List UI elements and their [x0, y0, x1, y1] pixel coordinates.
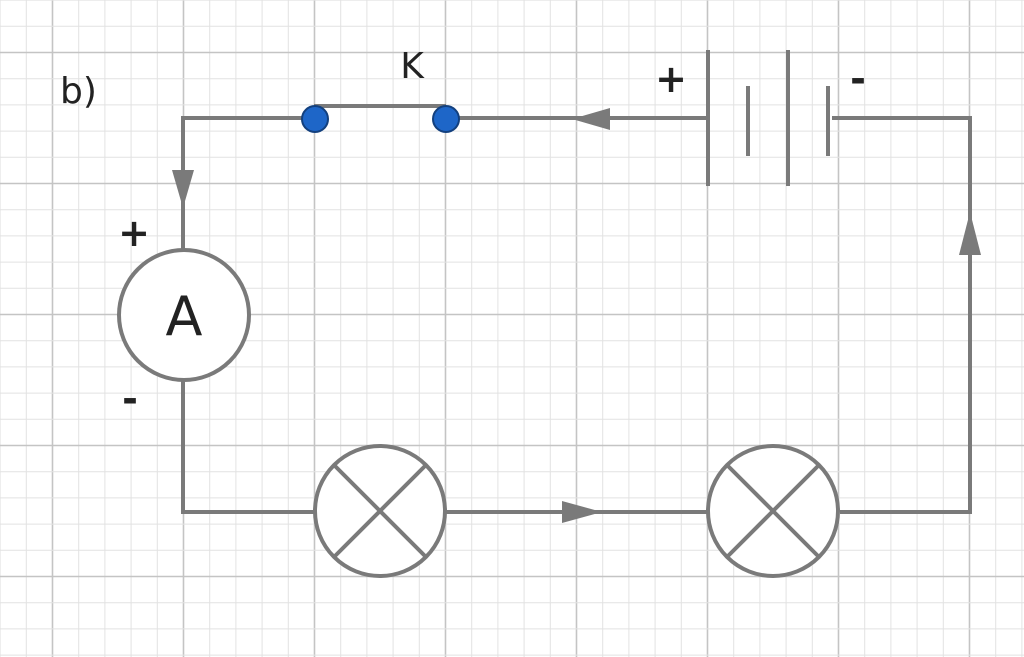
switch-label: K — [400, 46, 425, 87]
switch-terminal-left — [301, 105, 329, 133]
ammeter-positive-sign: + — [118, 211, 150, 255]
wire-bottom-left — [181, 380, 316, 514]
battery — [706, 50, 830, 186]
ammeter-negative-sign: - — [122, 377, 138, 421]
lamp-left-cross-2 — [332, 463, 428, 559]
ammeter-symbol: A — [166, 285, 203, 348]
switch-terminal-right — [432, 105, 460, 133]
arrow-down-icon — [172, 170, 194, 208]
switch-k — [301, 105, 460, 133]
lamp-right-cross-2 — [725, 463, 821, 559]
current-arrows — [172, 108, 981, 523]
lamp-right — [706, 444, 840, 578]
panel-label: b) — [60, 71, 97, 112]
wire-right — [832, 116, 972, 514]
lamp-left — [313, 444, 447, 578]
battery-negative-sign: - — [850, 57, 866, 101]
arrow-left-icon — [572, 108, 610, 130]
ammeter-body — [117, 248, 251, 382]
arrow-right-icon — [562, 501, 602, 523]
ammeter: A — [117, 248, 251, 382]
arrow-up-icon — [959, 212, 981, 255]
battery-positive-sign: + — [655, 57, 687, 101]
